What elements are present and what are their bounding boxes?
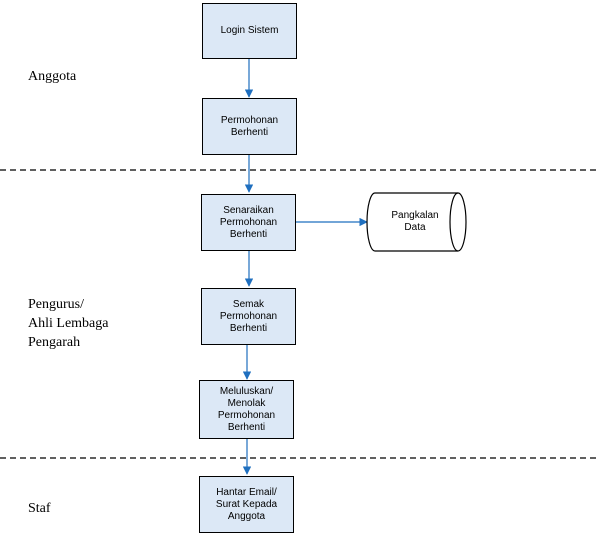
lane-label-pengurus: Pengurus/ Ahli Lembaga Pengarah: [28, 295, 108, 352]
datastore-label-line: Data: [404, 222, 426, 233]
datastore-label-line: Pangkalan: [391, 210, 439, 221]
lane-label-line: Pengarah: [28, 335, 81, 350]
lane-label-line: Anggota: [28, 69, 77, 84]
lane-label-line: Pengurus/: [28, 297, 84, 312]
process-meluluskan-menolak: Meluluskan/ Menolak Permohonan Berhenti: [199, 380, 294, 439]
datastore-pangkalan-data: Pangkalan Data: [372, 193, 458, 251]
process-label-line: Permohonan: [219, 310, 278, 322]
process-label-line: Permohonan: [219, 216, 278, 228]
lane-label-line: Staf: [28, 501, 51, 516]
lane-label-line: Ahli Lembaga: [28, 316, 109, 331]
process-login-sistem: Login Sistem: [202, 3, 297, 59]
process-label-line: Senaraikan: [223, 204, 274, 216]
process-label-line: Berhenti: [227, 421, 266, 433]
process-label-line: Meluluskan/: [219, 385, 274, 397]
process-label-line: Berhenti: [229, 228, 268, 240]
process-label-line: Login Sistem: [220, 25, 279, 36]
process-label-line: Berhenti: [230, 126, 269, 138]
process-label-line: Surat Kepada: [215, 498, 278, 510]
process-permohonan-berhenti: Permohonan Berhenti: [202, 98, 297, 155]
process-hantar-email: Hantar Email/ Surat Kepada Anggota: [199, 476, 294, 533]
process-label-line: Berhenti: [229, 322, 268, 334]
process-label-line: Hantar Email/: [216, 486, 277, 498]
process-label-line: Permohonan: [217, 409, 276, 421]
datastore-cylinder-shape: [366, 192, 467, 252]
process-semak-permohonan: Semak Permohonan Berhenti: [201, 288, 296, 345]
process-label-line: Anggota: [227, 510, 266, 522]
lane-label-anggota: Anggota: [28, 67, 76, 86]
process-label-line: Semak: [232, 298, 265, 310]
lane-label-staf: Staf: [28, 499, 51, 518]
process-senaraikan-permohonan: Senaraikan Permohonan Berhenti: [201, 194, 296, 251]
process-label-line: Menolak: [227, 397, 266, 409]
process-label-line: Permohonan: [220, 114, 279, 126]
